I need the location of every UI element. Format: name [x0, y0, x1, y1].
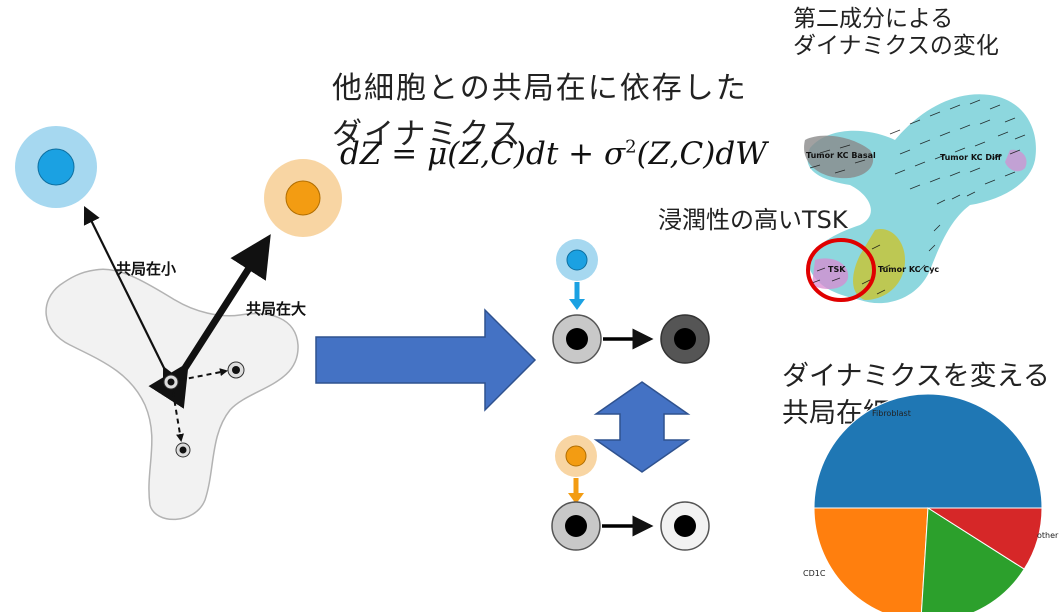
umap-plot: Tumor KC Basal Tumor KC Diff TSK Tumor K… — [804, 94, 1036, 304]
pie-slice-other — [926, 507, 1043, 570]
coloc-title-line1: ダイナミクスを変える — [782, 361, 1050, 392]
diagram-title: 他細胞との共局在に依存した ダイナミクス — [332, 66, 748, 158]
umap-label-basal: Tumor KC Basal — [806, 151, 876, 160]
large-coloc-arrow — [148, 234, 271, 409]
equation-rhs: (Z,C)dW — [636, 136, 768, 172]
umap-title-line1: 第二成分による — [793, 6, 954, 32]
blue-cell-nucleus — [37, 148, 75, 186]
pie-label-fibroblast: Fibroblast — [872, 409, 911, 418]
orange-cell-nucleus — [285, 180, 321, 216]
big-right-arrow — [315, 308, 537, 412]
pie-label-other: other — [1037, 531, 1059, 540]
equation-lhs: dZ = μ(Z,C)dt + σ — [340, 136, 626, 172]
tsk-highlight-circle — [806, 238, 876, 302]
pie-slice-fibroblast — [813, 393, 1043, 509]
umap-label-diff: Tumor KC Diff — [940, 153, 1002, 162]
pie-label-cd1c: CD1C — [803, 569, 826, 578]
large-coloc-label: 共局在大 — [246, 300, 307, 318]
umap-label-tsk: TSK — [828, 265, 846, 274]
pie-slice-cd1c — [813, 507, 929, 612]
dashed-arrow-right — [179, 368, 228, 381]
diagram-title-line1: 他細胞との共局在に依存した — [332, 71, 748, 106]
umap-title: 第二成分による ダイナミクスの変化 — [793, 6, 999, 60]
equation: dZ = μ(Z,C)dt + σ2(Z,C)dW — [340, 136, 767, 172]
diagram-title-line2: ダイナミクス — [332, 117, 523, 152]
mid-orange-nucleus — [565, 445, 587, 467]
umap-label-cyc: Tumor KC Cyc — [878, 265, 939, 274]
pie-slice-unlabeled — [920, 507, 1025, 612]
vertical-double-arrow — [593, 381, 691, 473]
tsk-highlight-label: 浸潤性の高いTSK — [658, 206, 848, 234]
mid-blue-nucleus — [566, 249, 588, 271]
dashed-arrow-down — [172, 391, 184, 442]
equation-exponent: 2 — [625, 136, 637, 158]
umap-title-line2: ダイナミクスの変化 — [793, 33, 999, 59]
small-coloc-label: 共局在小 — [116, 260, 177, 278]
